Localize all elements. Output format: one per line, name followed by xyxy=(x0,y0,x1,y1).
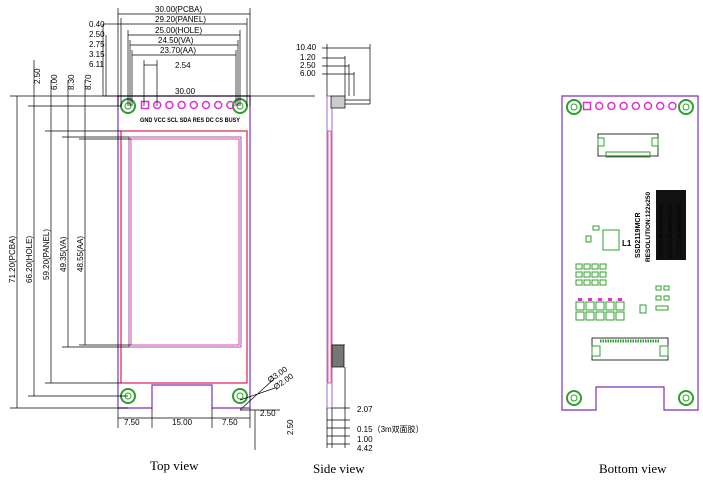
dim-7-50-left: 7.50 xyxy=(124,418,140,427)
header-pin xyxy=(668,101,677,111)
dim-panel-height: 59.20(PANEL) xyxy=(42,229,51,280)
bottom-code-2: Z1T2212B8888V1001 xyxy=(668,204,674,258)
dim-aa-height: 48.55(AA) xyxy=(76,236,85,272)
header-pin xyxy=(201,100,211,110)
dim-6-11: 6.11 xyxy=(89,60,105,69)
dim-hole-width: 25.00(HOLE) xyxy=(155,26,202,35)
dim-0-40: 0.40 xyxy=(89,20,105,29)
bottom-mount-holes xyxy=(566,99,694,406)
top-view: GND VCC SCL SDA RES DC CS BUSY xyxy=(8,5,315,473)
aa-outline xyxy=(130,138,240,346)
header-pin xyxy=(177,100,186,110)
bottom-header-pins xyxy=(582,101,677,111)
dim-2-50: 2.50 xyxy=(89,30,105,39)
dim-va-height: 49.35(VA) xyxy=(59,236,68,272)
dim-7-50-right: 7.50 xyxy=(222,418,238,427)
header-pins xyxy=(140,100,235,110)
bottom-view: SSD2119MCR RESOLUTION:122x250 Z1T2212B88… xyxy=(561,95,699,476)
dim-2-50-h: 2.50 xyxy=(260,409,276,418)
header-pin xyxy=(643,101,653,111)
bottom-pcb-outline xyxy=(561,95,699,411)
header-pin xyxy=(655,101,665,111)
header-pin xyxy=(594,101,604,111)
bottom-dim-lines xyxy=(117,377,280,450)
fpc-connector-top xyxy=(597,133,659,158)
dim-1-20: 1.20 xyxy=(300,53,316,62)
dim-panel-width: 29.20(PANEL) xyxy=(155,15,206,24)
bottom-code-3: Z1T2212B8888V1001 xyxy=(677,204,683,258)
pin-labels: GND VCC SCL SDA RES DC CS BUSY xyxy=(140,117,241,124)
panel-outline xyxy=(120,130,248,384)
dim-side-6-00: 6.00 xyxy=(300,69,316,78)
bottom-code-1: Z1T2212B8888V1001 xyxy=(659,204,665,258)
header-pin xyxy=(189,100,199,110)
header-pin xyxy=(582,101,592,111)
header-pin xyxy=(226,100,235,110)
dim-hole-height: 66.20(HOLE) xyxy=(25,236,34,283)
dim-2-07: 2.07 xyxy=(357,405,373,414)
mount-hole-br xyxy=(232,388,248,404)
va-outline xyxy=(128,136,242,348)
dim-pcba-width: 30.00(PCBA) xyxy=(155,5,202,14)
label-side-view: Side view xyxy=(313,461,365,476)
smd-components xyxy=(575,225,670,321)
dim-aa-width: 23.70(AA) xyxy=(160,46,196,55)
header-pin xyxy=(619,101,628,111)
bottom-model: SSD2119MCR xyxy=(635,212,642,258)
header-pin xyxy=(631,101,641,111)
fpc-connector-bottom xyxy=(591,337,669,361)
inductor-l1 xyxy=(602,229,620,251)
dim-va-width: 24.50(VA) xyxy=(158,36,194,45)
dim-v-8-30: 8.30 xyxy=(67,74,76,90)
left-dim-lines xyxy=(10,60,131,409)
pcba-outline xyxy=(117,95,251,409)
dim-30-00-inner: 30.00 xyxy=(175,87,196,96)
side-view: 10.40 1.20 2.50 6.00 2.07 0.15（3m双面胶） 1.… xyxy=(296,43,424,476)
dim-4-42: 4.42 xyxy=(357,444,373,453)
dim-side-2-50: 2.50 xyxy=(300,61,316,70)
dim-v-2-50: 2.50 xyxy=(33,68,42,84)
dim-15-00: 15.00 xyxy=(172,418,193,427)
test-pads xyxy=(578,298,622,301)
header-pin xyxy=(607,101,616,111)
label-top-view: Top view xyxy=(150,458,199,473)
dim-10-40: 10.40 xyxy=(296,43,317,52)
dim-3-15: 3.15 xyxy=(89,50,105,59)
dim-v-6-00: 6.00 xyxy=(50,74,59,90)
dim-2-50-v: 2.50 xyxy=(286,419,295,435)
dim-1-00: 1.00 xyxy=(357,435,373,444)
header-pin xyxy=(165,100,174,110)
label-l1: L1 xyxy=(622,239,632,248)
top-dim-lines xyxy=(102,8,315,106)
dim-v-8-70: 8.70 xyxy=(84,74,93,90)
dim-2-54: 2.54 xyxy=(175,61,191,70)
header-pin xyxy=(213,100,223,110)
bottom-resolution: RESOLUTION:122x250 xyxy=(645,192,652,262)
dim-0-15: 0.15（3m双面胶） xyxy=(357,424,424,434)
header-pin xyxy=(140,100,150,110)
label-bottom-view: Bottom view xyxy=(599,461,667,476)
label-block xyxy=(656,190,686,260)
dim-2-75: 2.75 xyxy=(89,40,105,49)
dim-pcba-height: 71.20(PCBA) xyxy=(8,236,17,283)
